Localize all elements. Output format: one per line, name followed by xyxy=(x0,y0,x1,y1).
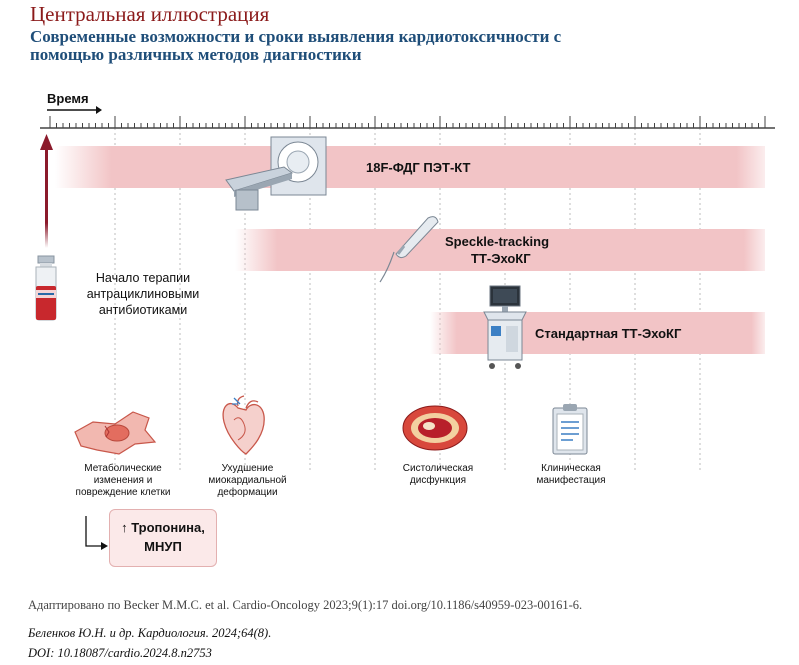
doi: DOI: 10.18087/cardio.2024.8.n2753 xyxy=(28,646,212,660)
heart-icon xyxy=(222,395,265,455)
band-pet-ct xyxy=(55,146,765,188)
time-arrow-icon xyxy=(47,106,102,114)
up-arrow-icon: ↑ xyxy=(121,520,128,535)
ultrasound-machine-icon xyxy=(483,285,527,369)
myocardium-section-icon xyxy=(402,405,468,451)
biomarker-connector xyxy=(85,516,101,547)
illustration-subtitle: Современные возможности и сроки выявлени… xyxy=(30,27,562,64)
connector-arrowhead-icon xyxy=(101,542,108,550)
timeline-ticks xyxy=(49,116,766,128)
therapy-start-arrow xyxy=(40,134,53,248)
band-speckle-tracking xyxy=(235,229,765,271)
stage-label-deformation: Ухудшение миокардиальной деформации xyxy=(208,463,287,498)
medicine-vial-icon xyxy=(35,255,57,321)
band-label-standard-echo: Стандартная ТТ-ЭхоКГ xyxy=(535,326,682,341)
timeline-diagram xyxy=(35,106,775,550)
citation: Беленков Ю.Н. и др. Кардиология. 2024;64… xyxy=(28,626,272,640)
ultrasound-probe-icon xyxy=(379,216,439,283)
time-axis-label: Время xyxy=(47,91,89,106)
stage-label-clinical: Клиническая манифестация xyxy=(536,463,606,486)
biomarker-line2: МНУП xyxy=(144,539,182,554)
clipboard-icon xyxy=(552,404,588,455)
band-standard-echo xyxy=(430,312,765,354)
biomarker-line1: ↑ Тропонина, xyxy=(110,520,216,535)
source-note: Адаптировано по Becker M.M.C. et al. Car… xyxy=(28,598,583,612)
biomarker-box: ↑ Тропонина, МНУП xyxy=(109,509,217,567)
damaged-cell-icon xyxy=(74,411,157,455)
stage-label-metabolic: Метаболические изменения и повреждение к… xyxy=(75,463,171,498)
band-label-speckle-line1: Speckle-tracking xyxy=(445,234,550,249)
biomarker-troponin: Тропонина, xyxy=(131,520,205,535)
band-label-pet-ct: 18F-ФДГ ПЭТ-КТ xyxy=(366,160,471,175)
illustration-title: Центральная иллюстрация xyxy=(30,2,270,26)
pet-ct-scanner-icon xyxy=(225,136,327,211)
therapy-start-label: Начало терапии антрациклиновыми антибиот… xyxy=(86,271,200,317)
band-label-speckle-line2: ТТ-ЭхоКГ xyxy=(471,251,531,266)
stage-label-systolic: Систолическая дисфункция xyxy=(402,463,474,486)
